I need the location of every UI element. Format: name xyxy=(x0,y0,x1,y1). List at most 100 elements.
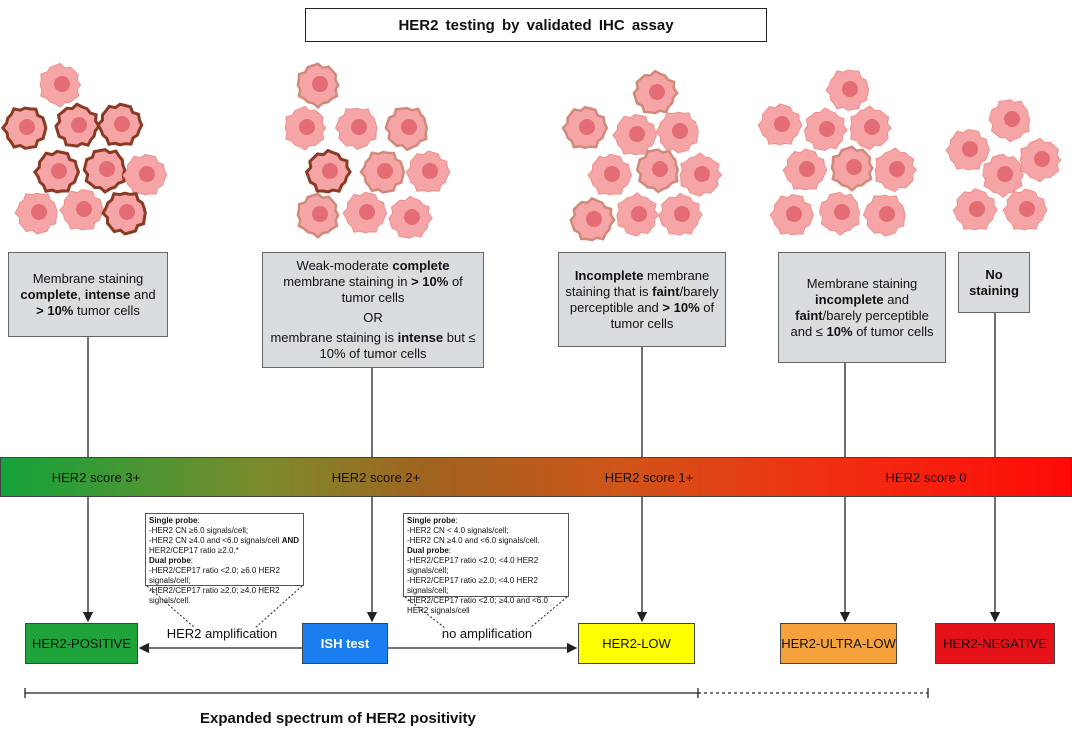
description-text: membrane staining that is xyxy=(565,267,710,299)
criteria-line: Dual probe: xyxy=(407,546,452,555)
criteria-line: Single probe: xyxy=(149,516,200,525)
description-text: faint xyxy=(652,283,680,299)
description-text: and xyxy=(130,286,156,302)
description-ultralow: Membrane staining incomplete and faint/b… xyxy=(778,252,946,363)
criteria-line: Dual probe: xyxy=(149,556,194,565)
description-score-0: No staining xyxy=(958,252,1030,313)
tumor-cell-icon xyxy=(830,145,874,192)
description-text: > 10% xyxy=(411,274,449,289)
spectrum-caption: Expanded spectrum of HER2 positivity xyxy=(200,710,476,727)
criteria-line: -HER2/CEP17 ratio <2.0; ≥6.0 HER2 signal… xyxy=(149,566,280,585)
tumor-cell-icon xyxy=(982,153,1024,198)
tumor-cell-icon xyxy=(334,107,378,150)
tumor-cell-icon xyxy=(304,148,352,194)
tumor-cell-icon xyxy=(952,188,998,231)
tumor-cell-icon xyxy=(101,191,147,236)
criteria-line: -HER2/CEP17 ratio <2.0; <4.0 HER2 signal… xyxy=(407,556,539,575)
tumor-cell-icon xyxy=(862,194,906,237)
tumor-cell-icon xyxy=(39,62,82,108)
tumor-cell-icon xyxy=(54,102,102,148)
description-score-1: Incomplete membrane staining that is fai… xyxy=(558,252,726,347)
description-text: , xyxy=(77,286,85,302)
tumor-cell-icon xyxy=(32,149,81,194)
criteria-line: -HER2/CEP17 ratio ≥2.0; ≥4.0 HER2 signal… xyxy=(149,586,280,605)
result-her2-ultra-low: HER2-ULTRA-LOW xyxy=(780,623,897,664)
score-3-label: HER2 score 3+ xyxy=(51,470,141,485)
result-her2-positive: HER2-POSITIVE xyxy=(25,623,138,664)
description-text: Incomplete xyxy=(574,267,644,283)
or-label: OR xyxy=(363,310,383,325)
description-score-3: Membrane staining complete, intense and … xyxy=(8,252,168,337)
score-1-label: HER2 score 1+ xyxy=(604,470,694,485)
tumor-cell-icon xyxy=(59,189,104,231)
tumor-cell-icon xyxy=(96,102,144,147)
description-text: intense xyxy=(397,330,444,345)
ish-negative-criteria: Single probe:-HER2 CN < 4.0 signals/cell… xyxy=(403,513,569,615)
tumor-cell-icon xyxy=(405,150,451,193)
description-text: of tumor cells xyxy=(610,299,715,331)
tumor-cell-icon xyxy=(655,111,699,154)
score-2-label: HER2 score 2+ xyxy=(331,470,421,485)
no-amplification-label: no amplification xyxy=(441,626,533,641)
tumor-cell-icon xyxy=(122,153,168,196)
description-text: incomplete xyxy=(815,291,884,307)
tumor-cell-icon xyxy=(587,153,633,196)
tumor-cell-icon xyxy=(825,69,870,111)
result-her2-low: HER2-LOW xyxy=(578,623,695,664)
tumor-cell-icon xyxy=(296,62,340,109)
tumor-cell-icon xyxy=(388,195,433,239)
criteria-line: HER2/CEP17 ratio ≥2.0.* xyxy=(149,546,239,555)
result-her2-negative: HER2-NEGATIVE xyxy=(935,623,1055,664)
criteria-line: Single probe: xyxy=(407,516,458,525)
description-text: tumor cells xyxy=(73,302,140,318)
description-text: complete xyxy=(392,258,450,273)
description-text: No staining xyxy=(969,266,1019,298)
criteria-line: -HER2/CEP17 ratio <2.0; ≥4.0 and <6.0 HE… xyxy=(407,596,548,615)
page-title: HER2 testing by validated IHC assay xyxy=(305,8,767,42)
tumor-cell-icon xyxy=(284,105,327,151)
tumor-cell-icon xyxy=(561,105,609,150)
amplification-label: HER2 amplification xyxy=(166,626,278,641)
score-gradient-bar: HER2 score 3+ HER2 score 2+ HER2 score 1… xyxy=(0,457,1072,497)
tumor-cell-icon xyxy=(945,128,991,171)
criteria-line: -HER2/CEP17 ratio ≥2.0; <4.0 HER2 signal… xyxy=(407,576,538,595)
tumor-cell-icon xyxy=(679,152,723,197)
description-text: /barely perceptible and ≤ xyxy=(790,307,929,339)
tumor-cell-icon xyxy=(658,192,703,236)
description-text: 10% xyxy=(826,323,853,339)
description-text: intense xyxy=(84,286,131,302)
tumor-cell-icon xyxy=(612,113,658,156)
tumor-cell-icon xyxy=(342,191,388,234)
tumor-cell-icon xyxy=(818,191,861,236)
tumor-cell-icon xyxy=(0,106,48,150)
tumor-cell-icon xyxy=(1002,188,1048,231)
tumor-cell-icon xyxy=(803,107,848,152)
description-text: membrane staining is xyxy=(270,330,398,345)
criteria-line: -HER2 CN ≥4.0 and <6.0 signals/cell AND xyxy=(149,536,300,545)
result-ish-test: ISH test xyxy=(302,623,388,664)
description-text: > 10% xyxy=(662,299,700,315)
description-text: faint xyxy=(795,307,823,323)
tumor-cell-icon xyxy=(849,105,892,151)
tumor-cell-icon xyxy=(616,192,660,237)
tumor-cell-icon xyxy=(757,103,803,146)
tumor-cell-icon xyxy=(384,106,429,152)
description-score-2: Weak-moderate complete membrane staining… xyxy=(262,252,484,368)
description-text: Membrane staining xyxy=(806,275,918,291)
description-text: but ≤ 10% of tumor cells xyxy=(319,330,476,361)
tumor-cell-icon xyxy=(988,99,1031,143)
tumor-cell-icon xyxy=(769,194,814,236)
criteria-line: -HER2 CN < 4.0 signals/cell; xyxy=(407,526,509,535)
tumor-cell-icon xyxy=(874,147,918,193)
description-text: Membrane staining xyxy=(32,270,144,286)
tumor-cell-icon xyxy=(14,192,58,235)
description-text: complete xyxy=(20,286,78,302)
description-text: of tumor cells xyxy=(341,274,463,305)
tumor-cell-icon xyxy=(1019,137,1062,183)
tumor-cell-icon xyxy=(359,150,405,194)
criteria-line: -HER2 CN ≥6.0 signals/cell; xyxy=(149,526,249,535)
ish-positive-criteria: Single probe:-HER2 CN ≥6.0 signals/cell;… xyxy=(145,513,304,605)
description-text: and xyxy=(883,291,909,307)
